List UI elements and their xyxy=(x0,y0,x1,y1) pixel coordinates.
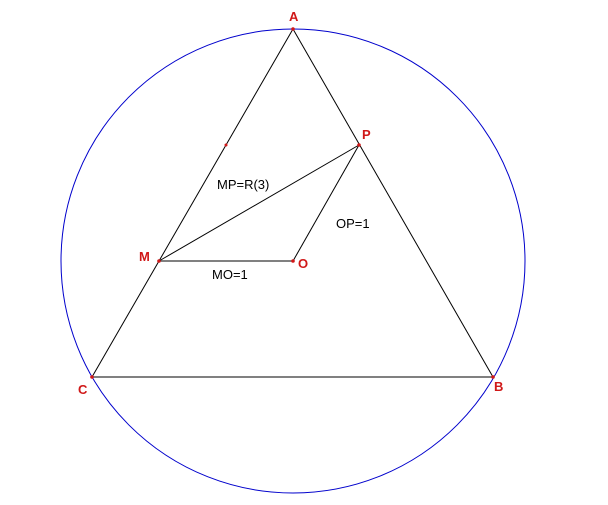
segment-ca xyxy=(91,28,294,378)
label-b: B xyxy=(494,379,503,394)
label-m: M xyxy=(139,249,150,264)
label-segment-mp: MP=R(3) xyxy=(217,177,269,192)
point-a xyxy=(291,27,295,31)
label-p: P xyxy=(362,127,371,142)
segment-mp xyxy=(158,144,360,262)
point-o xyxy=(291,259,295,263)
point-p xyxy=(357,143,361,147)
point-ac-midpoint xyxy=(224,143,228,147)
segment-ab xyxy=(292,28,494,378)
point-b xyxy=(491,375,495,379)
label-a: A xyxy=(289,9,299,24)
point-m xyxy=(157,259,161,263)
point-c xyxy=(90,375,94,379)
segment-op xyxy=(292,144,360,262)
label-segment-mo: MO=1 xyxy=(212,267,248,282)
label-c: C xyxy=(78,382,88,397)
label-segment-op: OP=1 xyxy=(336,216,370,231)
label-o: O xyxy=(298,256,308,271)
